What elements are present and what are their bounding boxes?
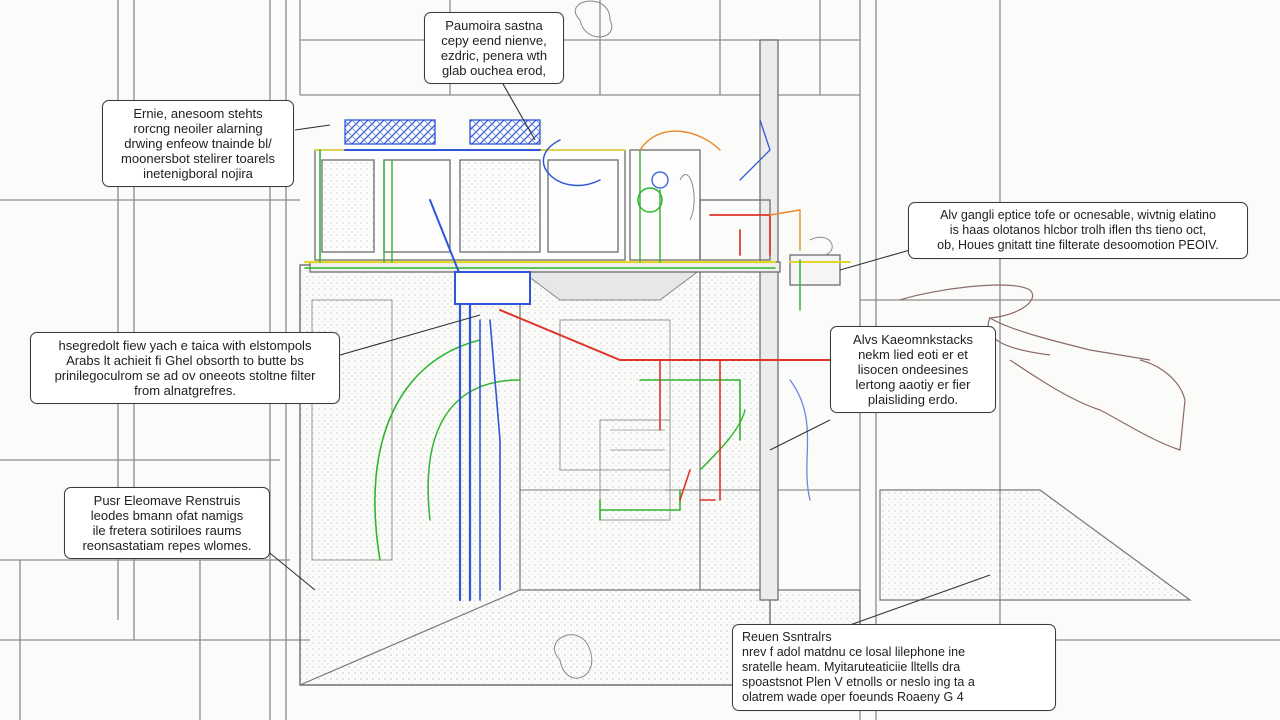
callout-line: Paumoira sastna — [445, 18, 543, 33]
callout-line: spoastsnot Plen V etnolls or neslo ing t… — [742, 675, 975, 689]
callout-line: Ernie, anesoom stehts — [133, 106, 263, 121]
callout-line: Alv gangli eptice tofe or ocnesable, wiv… — [940, 208, 1216, 222]
callout-line: moonersbot stelirer toarels — [121, 151, 275, 166]
callout-line: hsegredolt fiew yach e taica with elstom… — [58, 338, 312, 353]
callout-line: ezdric, penera wth — [440, 48, 548, 63]
callout-upper-left-note: Ernie, anesoom stehts rorcng neoiler ala… — [102, 100, 294, 187]
callout-line: cepy eend nienve, — [441, 33, 547, 48]
callout-line: leodes bmann ofat namigs — [90, 508, 244, 523]
callout-line: Pusr Eleomave Renstruis — [93, 493, 241, 508]
callout-line: drwing enfeow tnainde bl/ — [124, 136, 272, 151]
callout-line: Reuen Ssntralrs — [742, 630, 832, 644]
callout-middle-right-note: Alvs Kaeomnkstacks nekm lied eoti er et … — [830, 326, 996, 413]
callout-line: Arabs lt achieit fi Ghel obsorth to butt… — [66, 353, 304, 368]
callout-middle-left-note: hsegredolt fiew yach e taica with elstom… — [30, 332, 340, 404]
callout-line: rorcng neoiler alarning — [133, 121, 263, 136]
callout-line: is haas olotanos hlcbor trolh iflen ths … — [949, 223, 1207, 237]
callout-bottom-right-note: Reuen Ssntralrs nrev f adol matdnu ce lo… — [732, 624, 1056, 711]
callout-line: from alnatgrefres. — [134, 383, 236, 398]
callout-line: nekm lied eoti er et — [858, 347, 968, 362]
callout-right-note: Alv gangli eptice tofe or ocnesable, wiv… — [908, 202, 1248, 259]
callout-line: lisocen ondeesines — [857, 362, 969, 377]
callout-line: lertong aaotiy er fier — [855, 377, 971, 392]
callout-line: reonsastatiam repes wlomes. — [82, 538, 252, 553]
callout-line: plaisliding erdo. — [867, 392, 959, 407]
leader-lines — [259, 69, 991, 626]
callout-line: glab ouchea erod, — [441, 63, 547, 78]
callout-line: ob, Houes gnitatt tine filterate desoomo… — [937, 238, 1219, 252]
callout-line: prinilegoculrom se ad ov oneeots stoltne… — [54, 368, 316, 383]
callout-line: nrev f adol matdnu ce losal lilephone in… — [742, 645, 966, 659]
fixture-sketches — [554, 0, 833, 679]
callout-top-note: Paumoira sastna cepy eend nienve, ezdric… — [424, 12, 564, 84]
callout-lower-left-note: Pusr Eleomave Renstruis leodes bmann ofa… — [64, 487, 270, 559]
room-volume — [299, 39, 1192, 686]
callout-line: olatrem wade oper foeunds Roaeny G 4 — [742, 690, 964, 704]
callout-line: ile fretera sotiriloes raums — [92, 523, 242, 538]
callout-line: sratelle heam. Myitaruteaticiie lltells … — [742, 660, 961, 674]
callout-line: inetenigboral nojira — [143, 166, 253, 181]
piping — [303, 119, 861, 602]
hand-sketch — [899, 284, 1186, 451]
callout-line: Alvs Kaeomnkstacks — [853, 332, 973, 347]
central-manifold — [454, 271, 531, 305]
